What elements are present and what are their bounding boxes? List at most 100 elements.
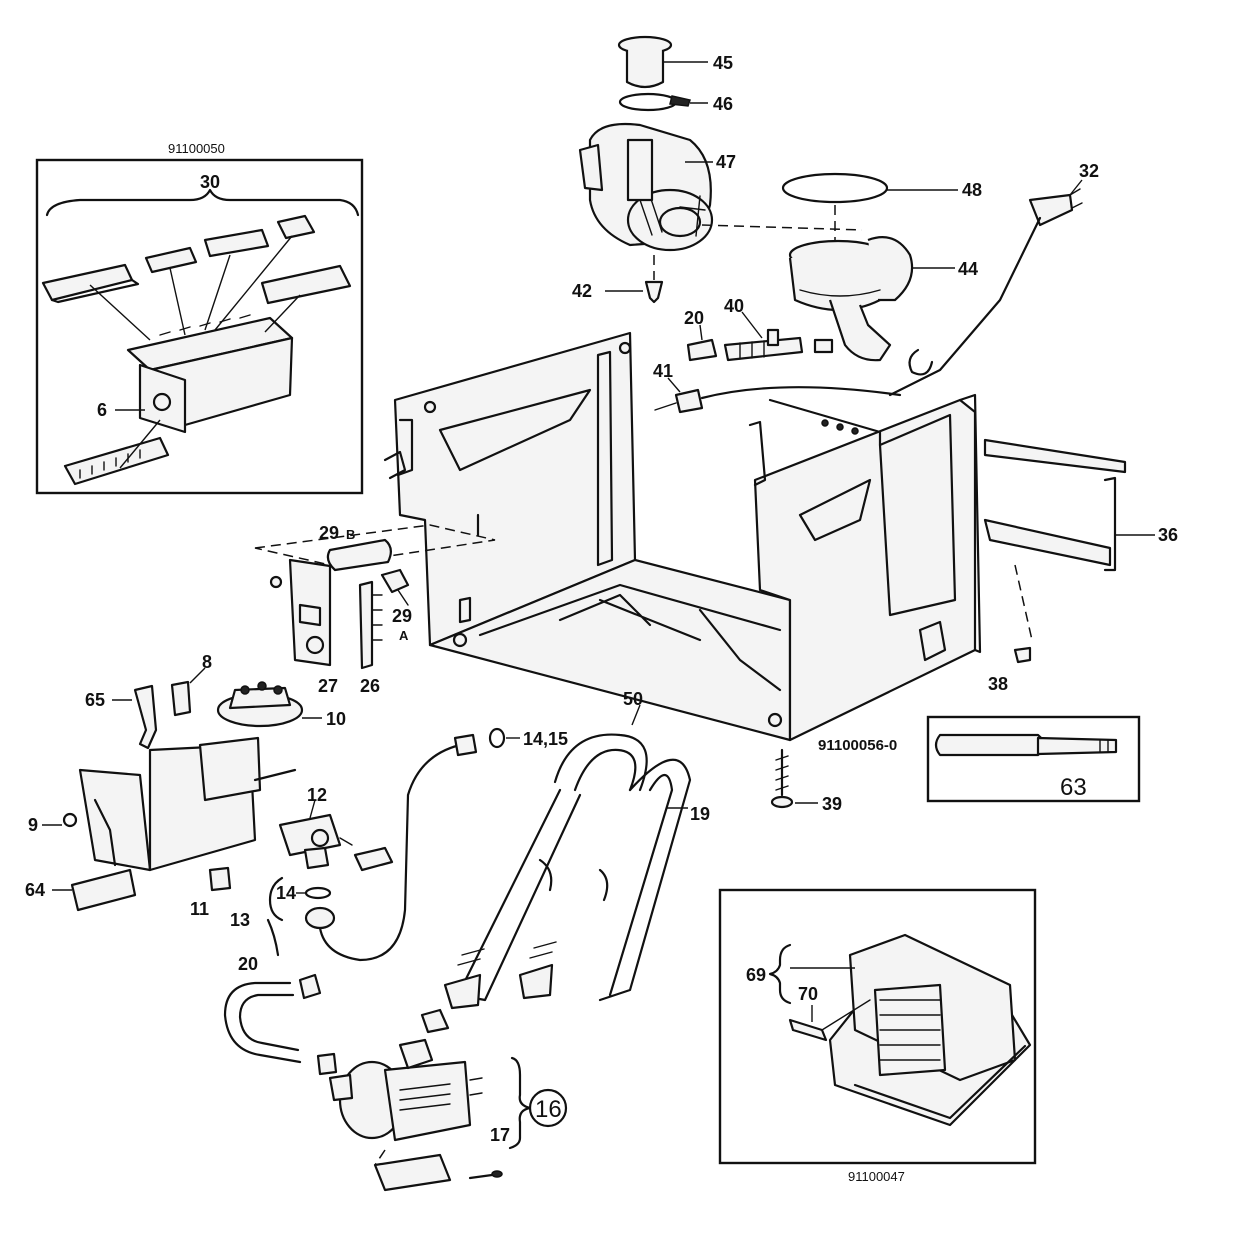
sleeve-45	[617, 35, 673, 89]
label-48: 48	[962, 180, 982, 200]
hose-20-bottom	[223, 973, 338, 1076]
filter-11	[208, 866, 232, 892]
hose-40	[723, 328, 834, 362]
label-20-bottom: 20	[238, 954, 258, 974]
bracket-27	[269, 558, 332, 667]
transformer-box-frame	[718, 888, 1037, 1165]
seal-ring-48	[781, 172, 889, 204]
valve-12	[278, 813, 353, 870]
code-electronics: 91100050	[168, 141, 225, 156]
label-8: 8	[202, 652, 212, 672]
foot-38: 38	[988, 646, 1032, 694]
label-46: 46	[713, 94, 733, 114]
label-11: 11	[190, 899, 209, 919]
label-1415: 14,15	[523, 729, 568, 749]
connector-small-1	[144, 246, 198, 274]
sensor-41	[654, 386, 902, 414]
tool-box-group: 91100056-0 63	[818, 715, 1141, 803]
label-14: 14	[276, 883, 296, 903]
control-bracket-group: 65 8 10 9 12	[25, 652, 568, 962]
label-70: 70	[798, 984, 818, 1004]
transformer-69	[828, 933, 1032, 1127]
label-30: 30	[200, 172, 220, 192]
code-tool: 91100056-0	[818, 737, 897, 754]
label-36: 36	[1158, 525, 1178, 545]
electronics-kit-group: 91100050 30	[35, 141, 364, 495]
connector-20-top	[686, 338, 718, 362]
label-19: 19	[690, 804, 710, 824]
connector-strip-right	[260, 264, 352, 305]
sump-44	[788, 236, 914, 362]
transformer-box-group: 69 70 91100047	[718, 888, 1037, 1184]
side-rail-36: 36	[983, 438, 1178, 641]
label-10: 10	[326, 709, 346, 729]
label-26: 26	[360, 676, 380, 696]
clip-65	[133, 684, 158, 750]
label-39: 39	[822, 794, 842, 814]
electronic-module-6	[126, 314, 294, 434]
label-41: 41	[653, 361, 673, 381]
label-29a-num: 29	[392, 606, 412, 626]
label-17: 17	[490, 1125, 510, 1145]
label-63: 63	[1060, 774, 1087, 801]
nut-14	[304, 886, 332, 900]
hose-coupling	[420, 1008, 450, 1034]
drain-pump-motor-17	[328, 1038, 483, 1142]
label-29b-suffix: B	[346, 527, 355, 542]
fuse-70	[788, 999, 871, 1042]
base-frame	[383, 331, 982, 742]
label-16: 16	[535, 1096, 562, 1123]
thermostat-29a	[380, 568, 410, 606]
sleeve-fitting	[353, 846, 394, 872]
label-69: 69	[746, 965, 766, 985]
connector-small-2	[203, 228, 270, 258]
label-12: 12	[307, 785, 327, 805]
module-knob-icon	[152, 392, 172, 412]
label-45: 45	[713, 53, 733, 73]
pump-bracket	[373, 1153, 503, 1192]
clamp-46	[618, 92, 691, 112]
pressure-switch-10	[216, 681, 304, 728]
circulation-pump-group: 45 46 47 42 48	[572, 35, 982, 414]
connector-strip-left	[41, 263, 140, 304]
drain-pump-group: 20 16 17	[223, 954, 568, 1192]
label-50: 50	[623, 689, 643, 709]
circle-16	[528, 1088, 568, 1128]
screw-39: 39	[770, 748, 842, 814]
label-65: 65	[85, 690, 105, 710]
label-13: 13	[230, 910, 250, 930]
tool-box-frame	[926, 715, 1141, 803]
clip-ring	[908, 348, 934, 376]
bracket-30	[45, 188, 360, 217]
holder-64	[70, 868, 137, 912]
hoses-group: 50 19	[443, 689, 710, 1010]
capacitor-29b	[326, 538, 392, 572]
label-38: 38	[988, 674, 1008, 694]
connector-strip-bottom	[63, 436, 170, 486]
label-29a-suffix: A	[399, 628, 409, 643]
pump-motor-47	[578, 122, 714, 252]
connector-small-3	[276, 214, 316, 240]
label-29b-num: 29	[319, 523, 339, 543]
terminal-26	[358, 580, 383, 670]
screwdriver-63	[934, 733, 1118, 757]
label-40: 40	[724, 296, 744, 316]
label-47: 47	[716, 152, 736, 172]
hose-50-bend	[553, 733, 648, 792]
hose-13	[304, 743, 462, 962]
bracket-parts-group: 29 B 27 26 29 A	[254, 513, 496, 696]
label-42: 42	[572, 281, 592, 301]
bracket-9	[62, 736, 297, 872]
label-27: 27	[318, 676, 338, 696]
label-20-top: 20	[684, 308, 704, 328]
nut-1415	[453, 727, 506, 757]
label-9: 9	[28, 815, 38, 835]
label-64: 64	[25, 880, 45, 900]
label-44: 44	[958, 259, 978, 279]
code-transformer: 91100047	[848, 1169, 905, 1184]
switch-8	[170, 680, 192, 717]
nozzle-42	[644, 280, 664, 304]
electronics-box-frame	[35, 158, 364, 495]
label-6: 6	[97, 400, 107, 420]
